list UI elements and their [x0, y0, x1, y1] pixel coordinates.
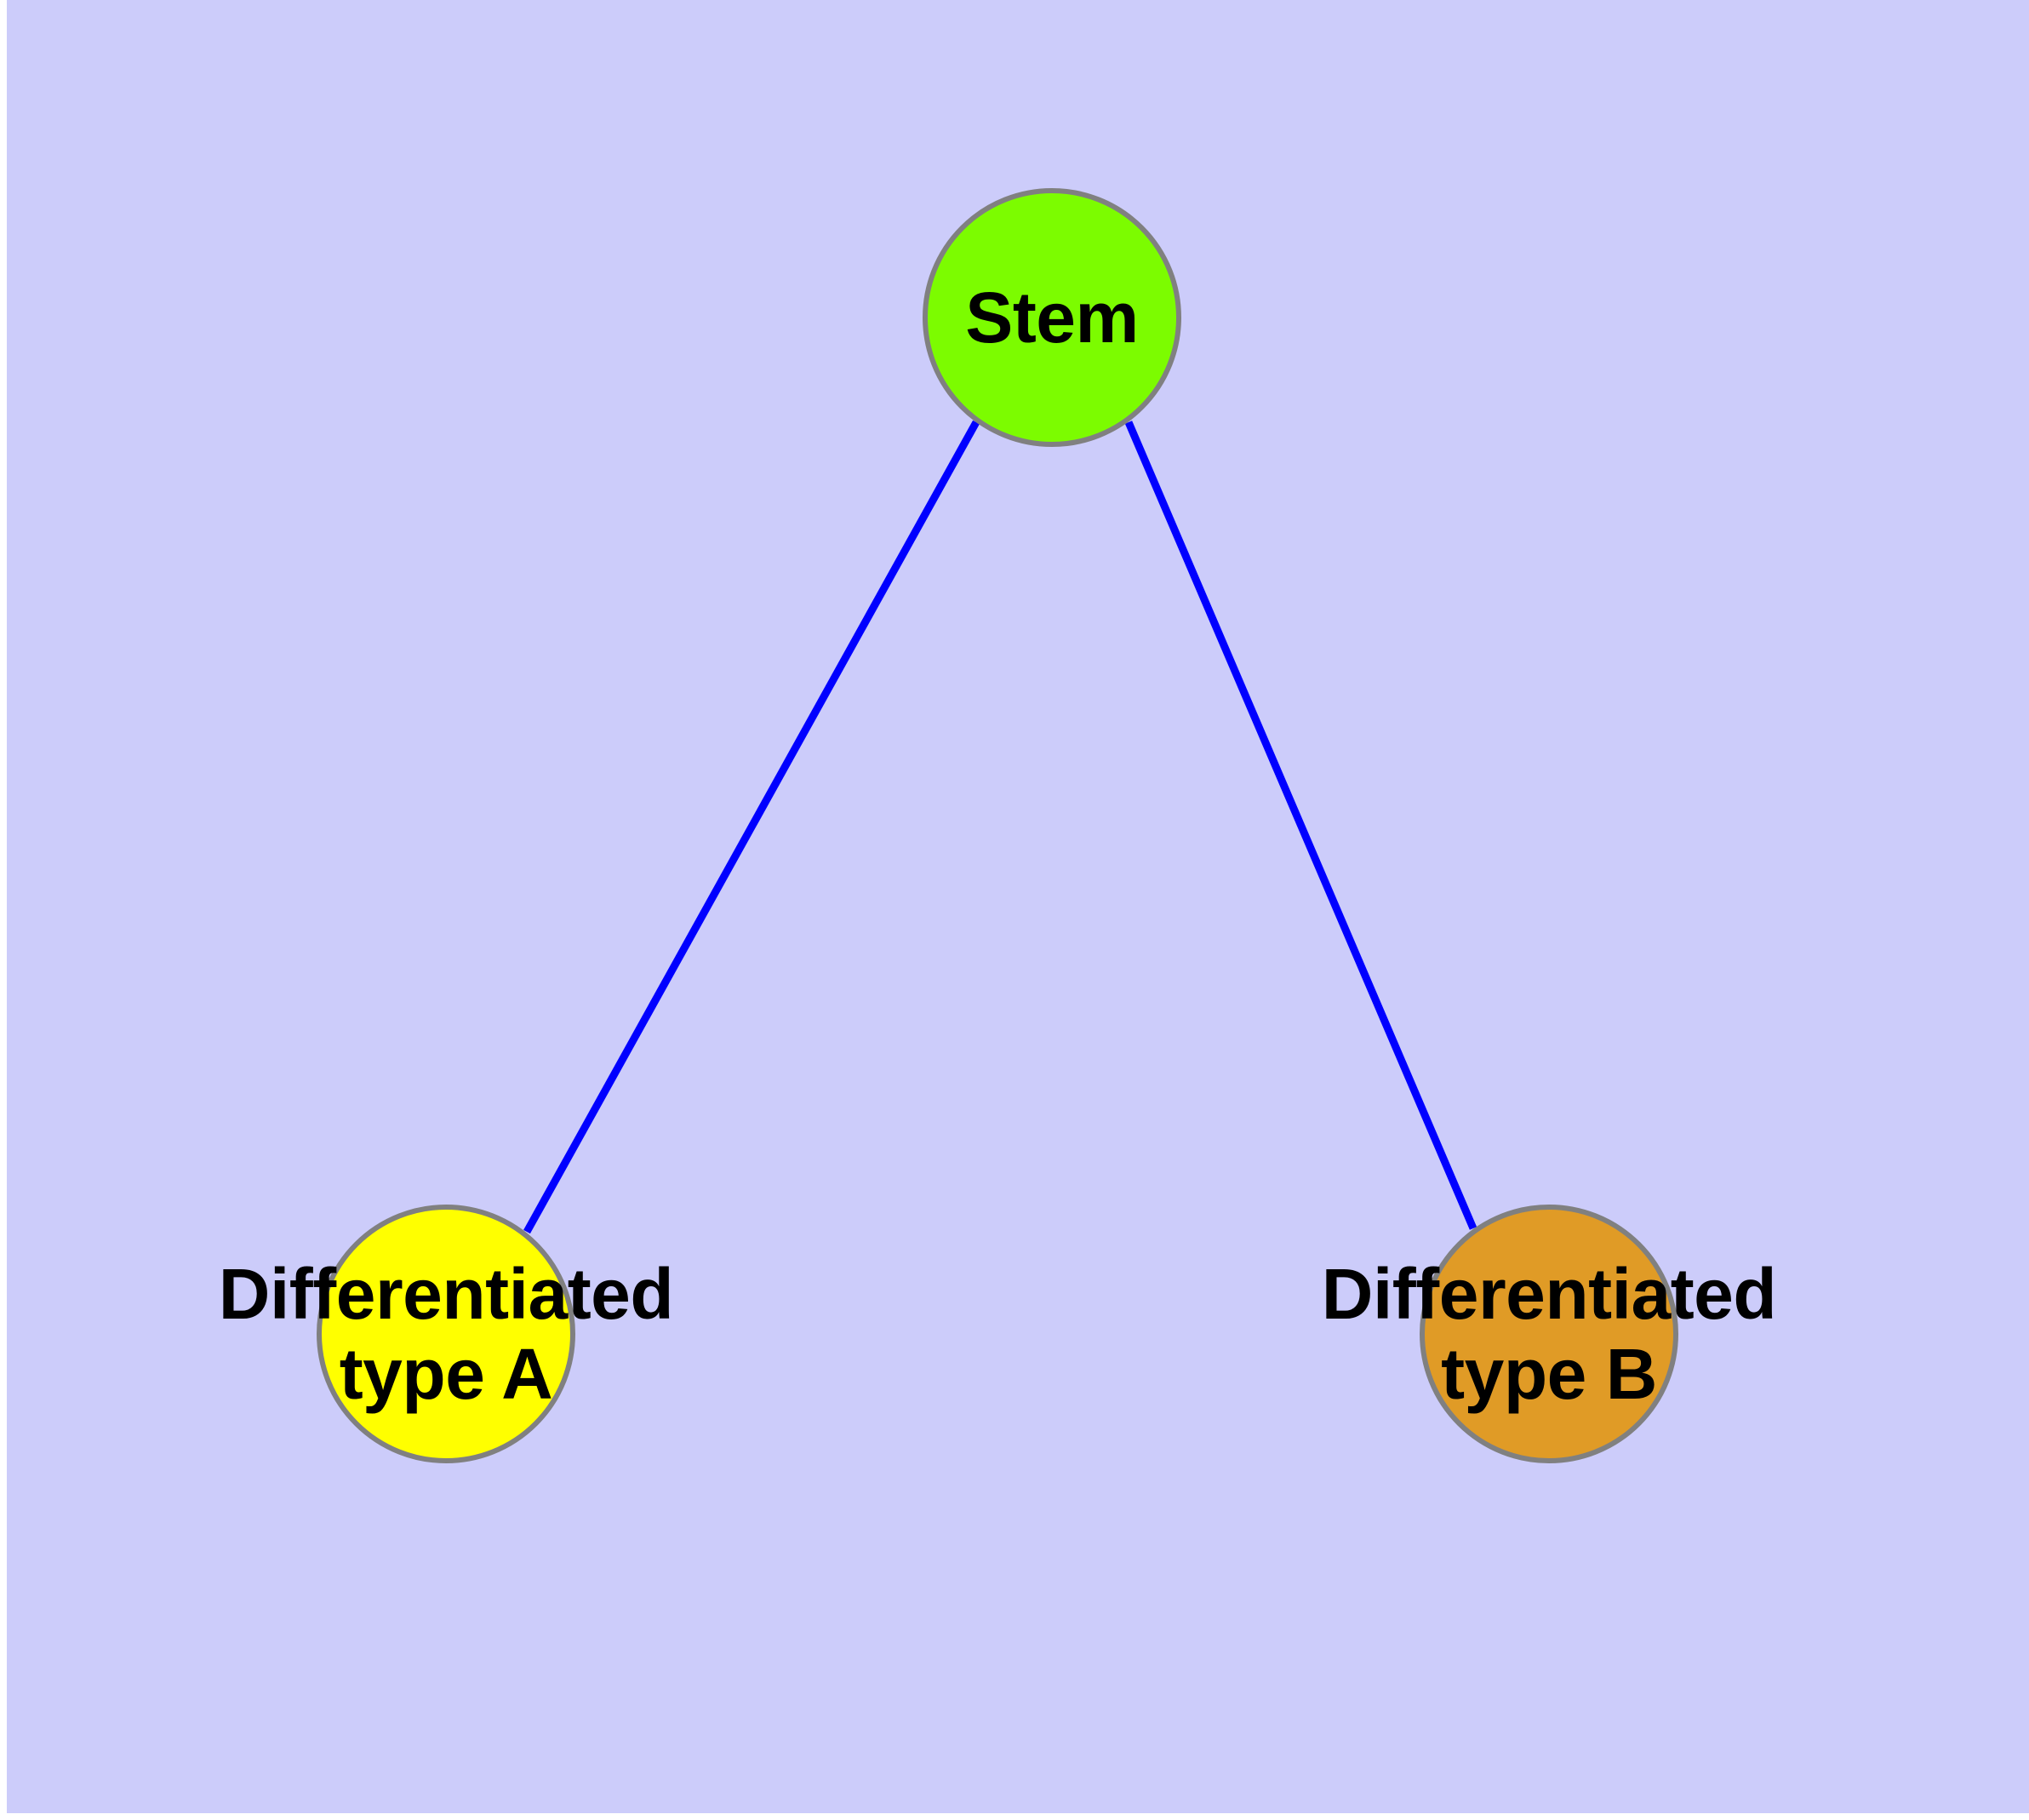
edge-layer — [523, 420, 1477, 1234]
graph-node-diff_a[interactable] — [317, 1205, 575, 1463]
graph-edge-stem-diff_b — [1124, 421, 1477, 1230]
edges-group — [523, 420, 1477, 1234]
graph-edge-stem-diff_a — [523, 420, 980, 1234]
graph-node-diff_b[interactable] — [1420, 1205, 1678, 1463]
graph-node-stem[interactable] — [923, 188, 1181, 447]
